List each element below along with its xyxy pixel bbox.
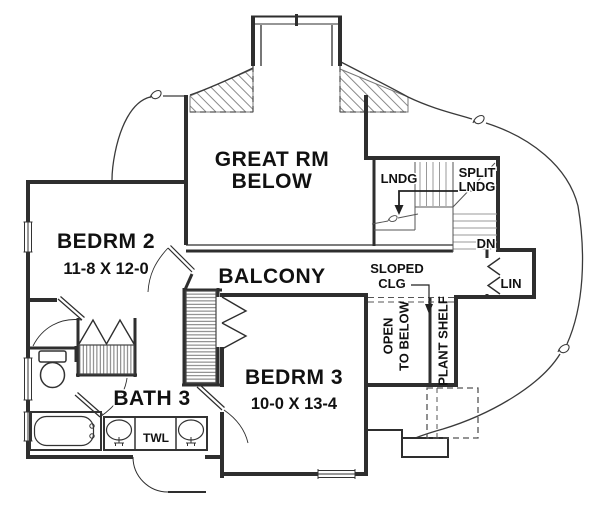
bay-curve-left <box>189 67 254 96</box>
landing-label: LNDG <box>381 171 418 186</box>
bedroom2-balcony-door-leaf <box>167 245 195 273</box>
bay-hidden-walls <box>190 66 408 113</box>
bedroom2-window <box>23 221 33 253</box>
bedroom2-hall-door-swing <box>32 319 83 347</box>
bedroom3-door-swing <box>223 409 249 444</box>
stair-treads-lower <box>453 213 497 250</box>
sink-faucet-right <box>186 437 196 446</box>
bedroom3-dimensions: 10-0 X 13-4 <box>251 395 338 413</box>
fixtures <box>29 284 479 458</box>
bath3-label: BATH 3 <box>113 387 190 410</box>
great-room-walls <box>184 95 368 245</box>
sloped-ceiling-label-line2: CLG <box>378 276 405 291</box>
bath-door-swing <box>99 377 128 418</box>
roof-hatch-left <box>189 68 254 113</box>
linen-label: LIN <box>501 276 522 291</box>
labels: GREAT RM BELOW BALCONY BEDRM 2 11-8 X 12… <box>57 148 521 445</box>
bedroom3-closet-rod <box>185 290 217 384</box>
bedroom2-balcony-door-swing <box>147 247 169 293</box>
chimney <box>401 387 479 458</box>
bath-window-lower <box>23 411 33 442</box>
bedroom3-closet-bifold <box>221 296 248 350</box>
break-squiggle-left <box>149 89 162 100</box>
sink-faucet-left <box>114 437 124 446</box>
sloped-ceiling-leader <box>411 284 430 305</box>
linen-closet-bifold <box>486 257 501 295</box>
stair-hall-walls <box>364 156 536 387</box>
toilet-fixture <box>38 350 67 389</box>
doors <box>32 245 501 493</box>
stair-walkline <box>398 190 473 206</box>
great-room-label-line1: GREAT RM <box>215 148 329 171</box>
open-to-below-label-line1: OPEN <box>381 318 396 355</box>
split-landing-label-line2: LNDG <box>459 179 496 194</box>
bedroom3-closet-walls <box>182 288 224 387</box>
plant-shelf-label: PLANT SHELF <box>436 296 451 386</box>
bath-window-upper <box>23 357 33 401</box>
sloped-ceiling-label-line1: SLOPED <box>370 261 423 276</box>
bedroom2-label: BEDRM 2 <box>57 230 155 253</box>
great-room-label-line2: BELOW <box>232 170 313 193</box>
stair-break-line <box>371 213 419 225</box>
bath-closet-bifold <box>78 318 135 346</box>
rear-door-swing <box>132 456 169 493</box>
stair-structure-lines <box>374 162 496 252</box>
sloped-ceiling-arrowhead <box>425 304 433 314</box>
roof-hatch-right <box>339 68 409 113</box>
bathtub-fixture <box>29 411 102 451</box>
towel-label: TWL <box>143 431 169 445</box>
stair-break-squiggle <box>387 215 398 222</box>
stair-walkline-arrowhead <box>394 205 404 215</box>
stair-treads-upper <box>419 162 447 206</box>
chimney-jog-wall <box>366 429 403 440</box>
roof-outline <box>111 61 584 444</box>
bath-door-leaf <box>74 392 103 418</box>
bedroom3-label: BEDRM 3 <box>245 366 343 389</box>
break-squiggle-bottom-right <box>557 343 570 354</box>
bath-closet-walls <box>76 318 137 377</box>
bedroom3-walls <box>220 293 368 478</box>
vanity-fixture <box>103 416 208 451</box>
down-label: DN <box>477 236 496 251</box>
bedroom3-door-leaf <box>196 384 225 411</box>
open-to-below-dashed-line <box>368 297 456 303</box>
break-squiggle-top-right <box>472 114 485 125</box>
open-to-below-label-line2: TO BELOW <box>397 300 412 371</box>
bath-closet-rod <box>78 344 135 375</box>
windows <box>23 221 356 479</box>
bay-inner-walls <box>260 25 333 66</box>
roof-curve-left <box>111 95 186 181</box>
toilet-nook-wall <box>28 346 78 362</box>
bedroom2-dimensions: 11-8 X 12-0 <box>63 260 148 278</box>
split-landing-label-line1: SPLIT <box>459 165 496 180</box>
bedroom3-window <box>317 469 356 479</box>
balcony-label: BALCONY <box>218 265 325 288</box>
bedroom2-hall-door-leaf <box>57 296 85 321</box>
walls <box>26 14 536 478</box>
stairs <box>371 162 497 252</box>
